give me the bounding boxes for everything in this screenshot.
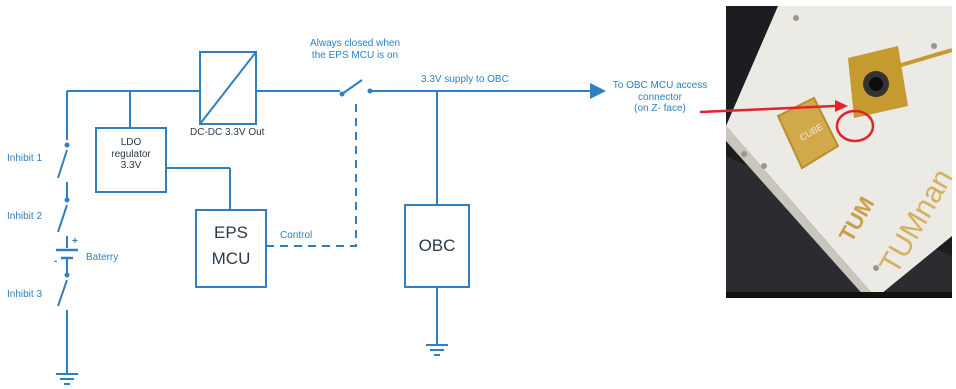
access-connector-note: To OBC MCU access connector (on Z- face)	[610, 80, 710, 115]
satellite-photo: CUBE TUM TUMnan	[726, 6, 952, 298]
inhibit3-switch	[57, 279, 68, 307]
eps-line2: MCU	[211, 248, 251, 268]
eps-line1: EPS	[213, 223, 249, 242]
contact-dot	[64, 197, 70, 203]
battery-minus: -	[54, 256, 58, 267]
inhibit2-switch	[57, 204, 68, 233]
ldo-line3: 3.3V	[120, 160, 142, 171]
inhibit2-label: Inhibit 2	[7, 211, 43, 222]
contact-dot	[367, 88, 373, 94]
control-label: Control	[280, 230, 313, 241]
supply-arrow-head	[590, 83, 606, 99]
switch-note-line1: Always closed when	[309, 38, 401, 49]
inhibit3-label: Inhibit 3	[7, 289, 43, 300]
battery-label: Baterry	[86, 252, 119, 263]
switch-note: Always closed when the EPS MCU is on	[300, 38, 410, 61]
obc-label: OBC	[418, 236, 456, 255]
main-switch-blade	[341, 79, 363, 95]
dcdc-label: DC-DC 3.3V Out	[190, 127, 265, 138]
access-line3: (on Z- face)	[634, 103, 686, 114]
ldo-line1: LDO	[120, 137, 142, 148]
eps-mcu-box	[195, 209, 267, 288]
dcdc-box	[199, 51, 257, 125]
ldo-label: LDO regulator 3.3V	[96, 137, 166, 172]
ldo-line2: regulator	[111, 148, 151, 160]
contact-dot	[339, 91, 345, 97]
eps-mcu-label: EPS MCU	[196, 220, 266, 271]
ldo-box	[95, 127, 167, 193]
satellite-photo-art: CUBE TUM TUMnan	[726, 6, 952, 298]
switch-note-line2: the EPS MCU is on	[311, 49, 399, 61]
supply-label: 3.3V supply to OBC	[421, 74, 509, 85]
contact-dot	[64, 142, 70, 148]
highlight-circle	[835, 109, 875, 143]
battery-plus: +	[72, 236, 78, 247]
inhibit1-switch	[57, 149, 68, 179]
contact-dot	[64, 272, 70, 278]
access-line1: To OBC MCU access	[612, 80, 708, 91]
access-line2: connector	[638, 91, 682, 103]
inhibit1-label: Inhibit 1	[7, 153, 43, 164]
control-line	[266, 98, 357, 247]
dcdc-diagonal	[199, 51, 257, 125]
